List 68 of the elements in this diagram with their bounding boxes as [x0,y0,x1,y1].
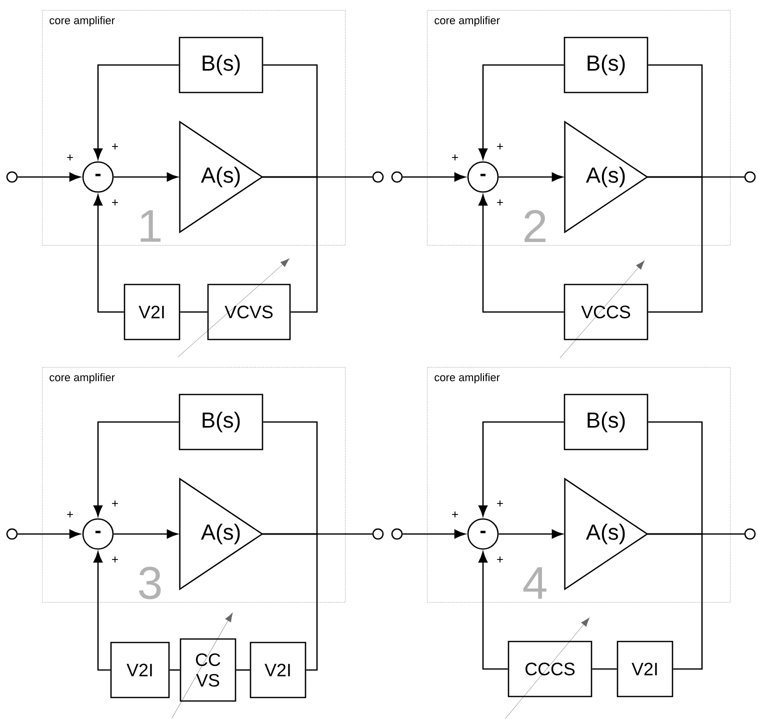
feedback-box: B(s) [564,36,648,94]
signal-line [647,421,703,535]
signal-line [478,64,564,160]
terminal [744,171,756,183]
signal-line [478,552,508,670]
signal-line [478,421,564,516]
block-box: V2I [110,642,170,698]
signal-line [180,311,208,313]
panel-number: 1 [140,210,161,242]
signal-line [18,530,80,538]
signal-line [498,172,563,182]
sign-label: + [112,144,118,150]
signal-line [170,669,180,671]
signal-line [647,176,703,313]
feedback-box: B(s) [178,36,264,94]
block-box: V2I [124,284,180,340]
panel-number: 3 [139,566,161,600]
signal-line [18,172,80,182]
feedback-box: B(s) [178,394,264,450]
block-box: CCCS [508,640,592,698]
feedback-box: B(s) [564,394,648,450]
signal-line [402,530,466,538]
signal-line [94,194,124,313]
panel-number: 2 [524,210,546,242]
summing-junction: - [467,161,499,193]
sign-label: + [497,200,503,206]
terminal [372,528,384,540]
sign-label: + [452,512,458,518]
sign-label: + [452,154,458,160]
signal-line [94,421,179,516]
panel-number: 4 [523,567,546,599]
summing-junction: - [467,518,499,550]
signal-line [94,552,110,671]
signal-line [262,64,318,178]
signal-line [498,530,563,538]
block-box: VCVS [207,284,291,340]
summing-junction: - [82,161,114,193]
terminal [6,171,18,183]
signal-line [262,533,318,671]
sign-label: + [497,144,503,150]
sign-label: + [67,512,73,518]
sign-label: + [497,556,503,562]
signal-line [262,176,318,313]
terminal [391,528,403,540]
signal-line [94,64,179,160]
summing-junction: - [82,518,114,550]
sign-label: + [112,556,118,562]
sign-label: + [112,500,118,506]
signal-line [647,533,703,670]
sign-label: + [67,154,73,160]
signal-line [402,172,466,182]
signal-line [478,194,564,313]
terminal [744,528,756,540]
signal-line [114,530,178,538]
block-box: V2I [616,640,674,698]
terminal [391,171,403,183]
signal-line [262,421,318,535]
terminal [372,171,384,183]
block-box: CC VS [180,638,236,702]
block-box: VCCS [564,284,648,340]
signal-line [647,64,703,178]
sign-label: + [112,200,118,206]
signal-line [236,669,250,671]
signal-line [114,172,178,182]
signal-line [592,668,617,670]
block-box: V2I [250,642,306,698]
terminal [6,528,18,540]
sign-label: + [497,500,503,506]
